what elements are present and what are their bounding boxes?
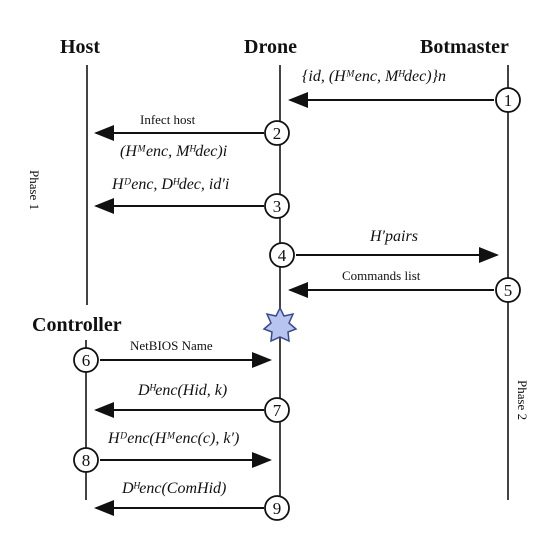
step-5-label: 5 <box>504 281 513 300</box>
step-1-label: 1 <box>504 91 513 110</box>
message-9: Dᴴenc(ComHid) <box>122 480 227 497</box>
step-5: 5 <box>495 277 521 303</box>
message-1: {id, (Hᴹenc, Mᴴdec)}n <box>302 68 446 85</box>
message-4: H′pairs <box>370 228 418 245</box>
step-6: 6 <box>73 347 99 373</box>
message-3: Hᴰenc, Dᴴdec, id′i <box>112 176 230 193</box>
botmaster-title: Botmaster <box>420 36 509 58</box>
star-icon <box>262 306 298 343</box>
step-4-label: 4 <box>278 246 287 265</box>
step-9-label: 9 <box>273 499 282 518</box>
step-9: 9 <box>264 495 290 521</box>
message-5: Commands list <box>342 268 421 283</box>
step-8-label: 8 <box>82 451 91 470</box>
message-2: Infect host <box>140 112 196 127</box>
step-2-label: 2 <box>273 124 282 143</box>
step-1: 1 <box>495 87 521 113</box>
step-4: 4 <box>269 242 295 268</box>
message-8: Hᴰenc(Hᴹenc(c), k′) <box>108 430 240 447</box>
drone-title: Drone <box>244 36 297 58</box>
step-3: 3 <box>264 193 290 219</box>
message-7: Dᴴenc(Hid, k) <box>138 382 228 399</box>
host-title: Host <box>60 36 100 58</box>
message-6: NetBIOS Name <box>130 338 213 353</box>
step-6-label: 6 <box>82 351 91 370</box>
step-8: 8 <box>73 447 99 473</box>
step-7: 7 <box>264 397 290 423</box>
step-3-label: 3 <box>273 197 282 216</box>
step-2: 2 <box>264 120 290 146</box>
step-7-label: 7 <box>273 401 282 420</box>
controller-title: Controller <box>32 314 122 336</box>
message-2b: (Hᴹenc, Mᴴdec)i <box>120 143 228 160</box>
phase-2-label: Phase 2 <box>515 380 530 421</box>
phase-1-label: Phase 1 <box>27 170 42 211</box>
